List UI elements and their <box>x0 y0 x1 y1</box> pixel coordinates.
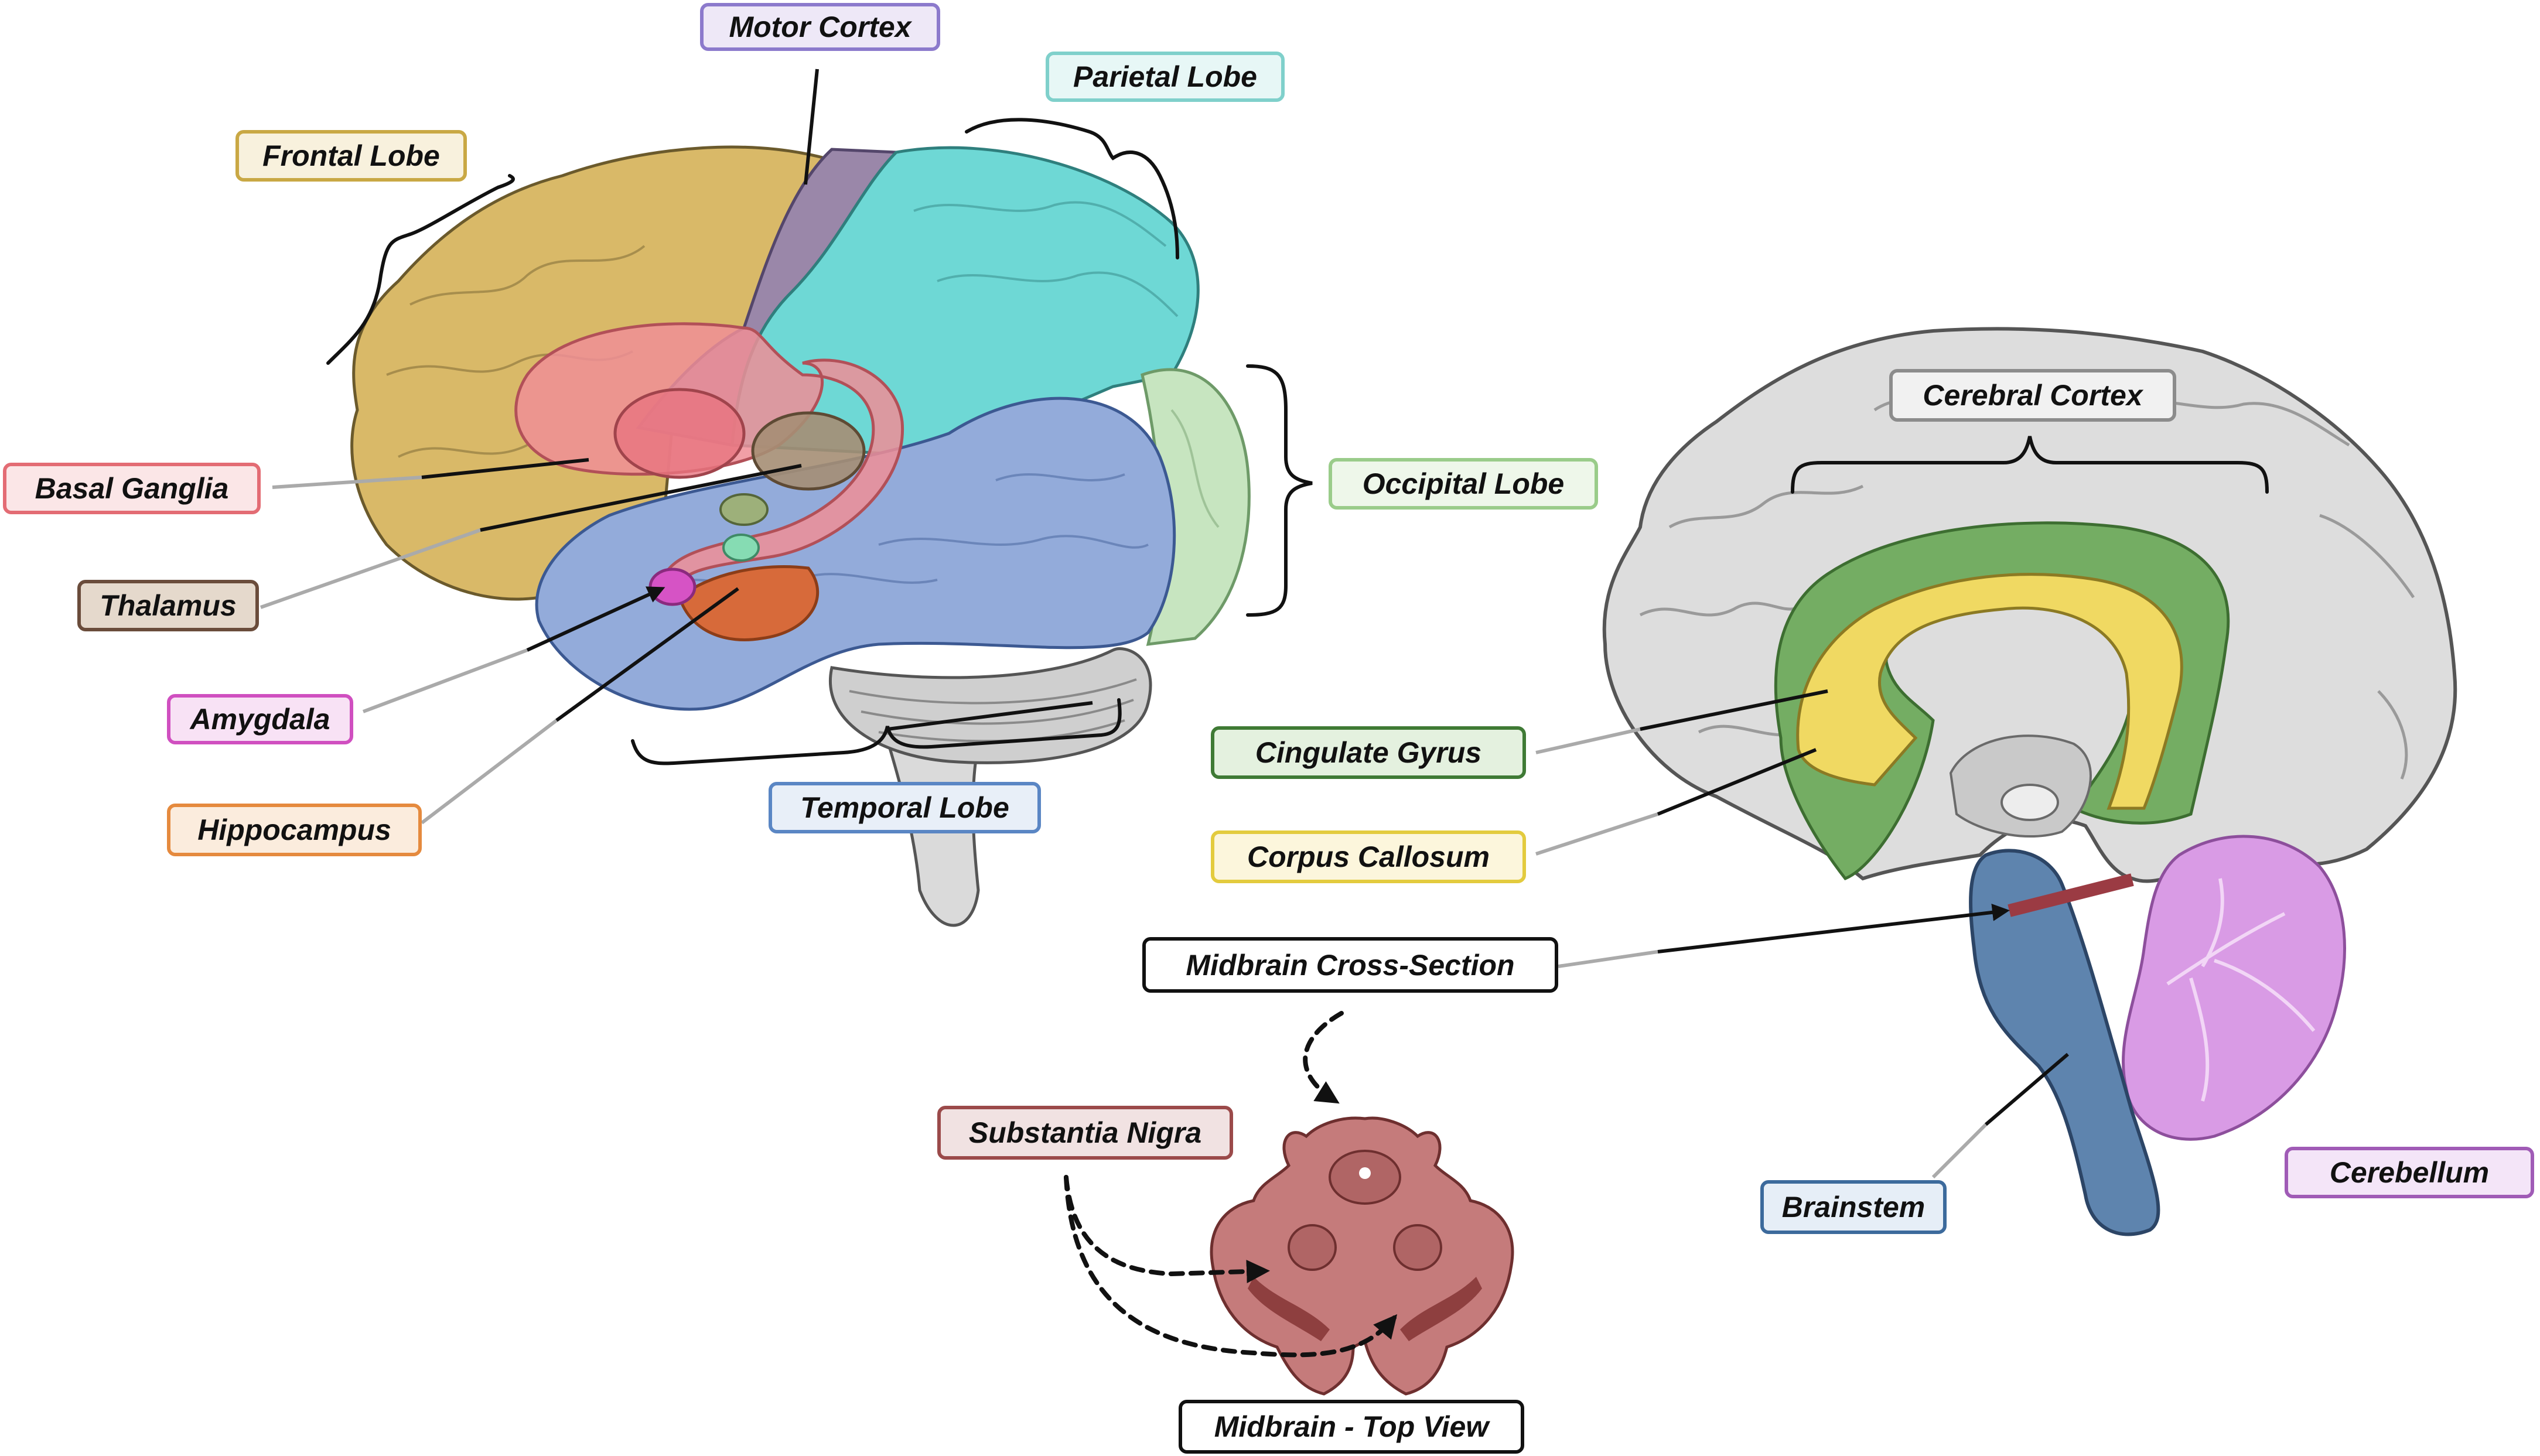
temporal-lobe-region <box>535 397 1176 711</box>
cerebellum-arbor <box>2166 878 2316 1102</box>
thalamus-label: Thalamus <box>77 580 259 631</box>
brainstem-label: Brainstem <box>1760 1180 1947 1234</box>
basal-ganglia-pointer <box>421 458 589 479</box>
cingulate-gyrus-label: Cingulate Gyrus <box>1211 726 1526 779</box>
corpus-callosum-pointer-fade <box>1535 812 1658 856</box>
frontal-lobe-bracket <box>326 174 515 365</box>
cingulate-gyrus-pointer <box>1640 689 1828 731</box>
amygdala-region <box>648 568 697 606</box>
brainstem-pointer-fade <box>1931 1123 1988 1179</box>
hippocampus-region <box>678 565 820 641</box>
substantia-nigra-label: Substantia Nigra <box>937 1106 1233 1160</box>
lateral-cerebellum <box>829 647 1152 764</box>
lateral-brain-view <box>350 145 1251 927</box>
thalamus-pointer-fade <box>260 528 481 609</box>
motor-cortex-pointer <box>804 69 819 185</box>
hippocampus-pointer <box>555 587 739 722</box>
substantia-nigra-right <box>1400 1277 1482 1341</box>
midbrain-top-view-label: Midbrain - Top View <box>1179 1400 1524 1454</box>
substantia-nigra-arrow-right <box>1064 1175 1398 1358</box>
thalamus-pointer <box>480 464 802 532</box>
corpus-callosum-pointer <box>1657 748 1817 816</box>
occipital-lobe-label: Occipital Lobe <box>1329 458 1598 510</box>
cerebellum-region <box>2121 835 2346 1141</box>
temporal-lobe-pointer <box>887 701 1093 731</box>
amygdala-pointer <box>526 586 665 652</box>
temporal-lobe-bracket <box>631 698 1122 765</box>
occipital-lobe-bracket <box>1246 364 1313 617</box>
hippocampus-label: Hippocampus <box>167 804 422 856</box>
midbrain-body <box>1210 1116 1514 1396</box>
midbrain-cross-section-label: Midbrain Cross-Section <box>1142 937 1558 993</box>
lateral-brain-brackets <box>326 118 1313 765</box>
hippocampus-pointer-fade <box>421 719 558 825</box>
basal-ganglia-label: Basal Ganglia <box>3 463 261 514</box>
cross-section-to-top-view-arrow <box>1303 1011 1344 1104</box>
cerebral-cortex-label: Cerebral Cortex <box>1889 369 2176 422</box>
brainstem-pointer <box>1985 1052 2069 1126</box>
midbrain-cross-section-pointer <box>1657 903 2010 953</box>
cerebral-cortex-bracket <box>1791 436 2269 494</box>
putamen-region <box>613 388 746 479</box>
amygdala-label: Amygdala <box>167 694 353 744</box>
basal-ganglia-pointer-fade <box>272 476 422 489</box>
midbrain-section-line <box>2008 873 2134 917</box>
motor-cortex-label: Motor Cortex <box>700 3 940 51</box>
sagittal-brain-view <box>1602 327 2457 1236</box>
temporal-lobe-label: Temporal Lobe <box>769 782 1041 833</box>
corpus-callosum-region <box>1796 573 2183 810</box>
brainstem-region <box>1969 849 2160 1236</box>
parietal-lobe-bracket <box>965 118 1179 259</box>
cingulate-gyrus-pointer-fade <box>1535 727 1641 754</box>
midbrain-top-view-illustration <box>1210 1116 1514 1396</box>
corpus-callosum-label: Corpus Callosum <box>1211 830 1526 883</box>
midbrain-cross-section-pointer-fade <box>1558 950 1658 968</box>
substantia-nigra-left <box>1248 1277 1330 1341</box>
frontal-lobe-label: Frontal Lobe <box>235 130 467 182</box>
cerebellum-label: Cerebellum <box>2285 1147 2534 1198</box>
lateral-brain-pointers <box>260 69 1093 825</box>
thalamus-region <box>751 411 866 491</box>
parietal-lobe-label: Parietal Lobe <box>1046 52 1285 102</box>
midbrain-dashed-arrows <box>1064 1011 1398 1358</box>
sagittal-brain-pointers <box>1535 689 2069 1179</box>
amygdala-pointer-fade <box>362 648 528 713</box>
